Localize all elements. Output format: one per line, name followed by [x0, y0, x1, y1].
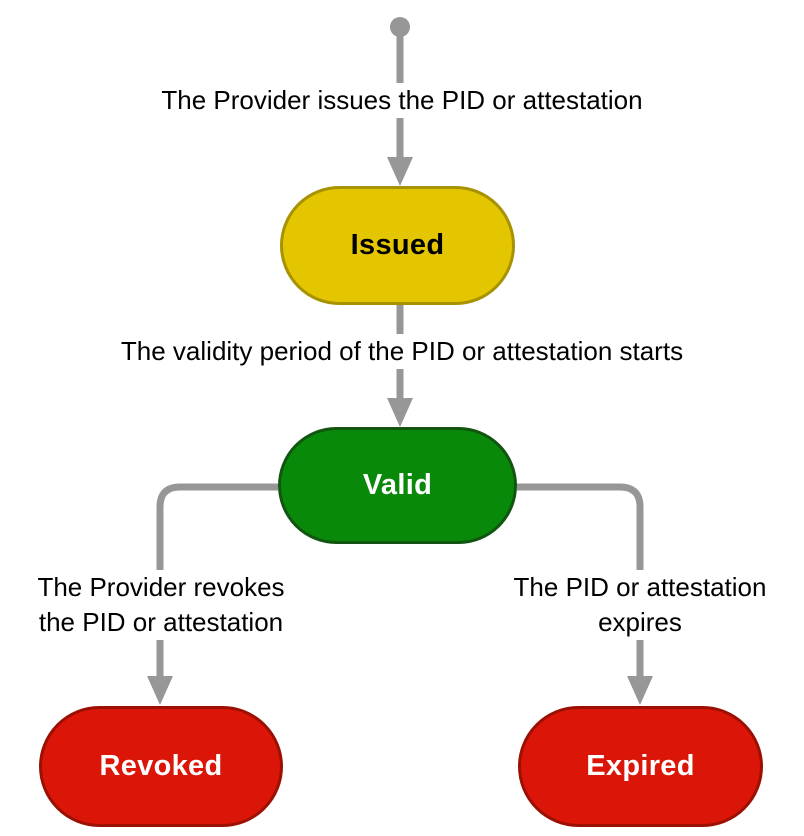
arrowhead-issued: [387, 157, 413, 186]
arrowhead-expired: [627, 676, 653, 705]
edge-label-expires-line1: The PID or attestation: [513, 572, 767, 602]
state-label-valid: Valid: [362, 469, 433, 501]
state-label-expired: Expired: [586, 750, 695, 782]
edge-label-expires-line2: expires: [598, 607, 682, 637]
state-node-valid: Valid: [278, 427, 517, 544]
arrowhead-valid: [387, 398, 413, 427]
edge-valid-to-revoked: [156, 483, 278, 678]
edge-valid-to-expired: [517, 483, 644, 678]
state-node-issued: Issued: [280, 186, 515, 305]
edge-label-provider-issues: The Provider issues the PID or attestati…: [0, 83, 804, 118]
edge-label-expires: The PID or attestation expires: [478, 570, 802, 640]
start-state-dot: [390, 17, 410, 37]
arrowhead-revoked: [147, 676, 173, 705]
state-node-revoked: Revoked: [39, 706, 283, 827]
state-label-revoked: Revoked: [99, 750, 223, 782]
edge-label-provider-revokes-line1: The Provider revokes: [37, 572, 285, 602]
edge-label-provider-revokes-line2: the PID or attestation: [38, 607, 284, 637]
edge-label-provider-revokes: The Provider revokes the PID or attestat…: [0, 570, 322, 640]
state-label-issued: Issued: [350, 229, 445, 261]
state-node-expired: Expired: [518, 706, 763, 827]
edge-label-validity-starts: The validity period of the PID or attest…: [0, 334, 804, 369]
